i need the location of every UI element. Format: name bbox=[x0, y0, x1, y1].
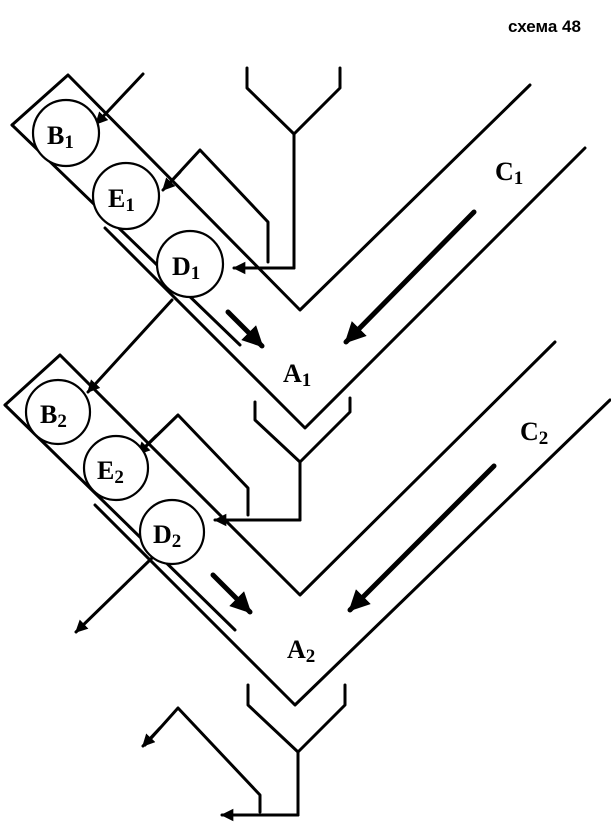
label-d2: D2 bbox=[153, 520, 181, 552]
flow-arrow-c1 bbox=[343, 209, 477, 345]
recycle-loop-2 bbox=[138, 413, 250, 517]
recycle-arrow-e1 bbox=[161, 170, 182, 192]
connector-d1-b2 bbox=[86, 298, 174, 394]
label-e2: E2 bbox=[97, 456, 124, 488]
inlet-arrow-b1 bbox=[94, 72, 145, 126]
label-a2: A2 bbox=[287, 635, 315, 667]
circle-e2 bbox=[82, 434, 150, 502]
v-channel-1 bbox=[10, 73, 587, 430]
schema-title: схема 48 bbox=[508, 17, 581, 36]
funnel-2 bbox=[216, 396, 352, 522]
circle-d1 bbox=[155, 229, 225, 299]
funnel-3 bbox=[223, 683, 347, 817]
label-b2: B2 bbox=[40, 400, 67, 432]
label-e1: E1 bbox=[108, 184, 135, 216]
recycle-loop-1 bbox=[163, 148, 270, 264]
bottom-return-line bbox=[143, 706, 262, 814]
label-c2: C2 bbox=[520, 417, 548, 449]
flow-arrow-a2 bbox=[210, 572, 253, 615]
label-d1: D1 bbox=[172, 252, 200, 284]
box-2-inner-line bbox=[3, 403, 237, 632]
flow-arrow-c2 bbox=[347, 463, 497, 613]
v-channel-2 bbox=[3, 340, 611, 707]
label-a1: A1 bbox=[283, 359, 311, 391]
label-c1: C1 bbox=[495, 157, 523, 189]
circle-b1 bbox=[31, 98, 101, 168]
outlet-arrow-d2 bbox=[74, 556, 154, 634]
label-b1: B1 bbox=[47, 121, 74, 153]
circle-d2 bbox=[138, 498, 206, 566]
circle-b2 bbox=[24, 378, 92, 446]
bottom-return-arrow bbox=[141, 726, 162, 748]
flow-arrow-a1 bbox=[225, 309, 265, 349]
circle-e1 bbox=[91, 161, 161, 231]
funnel-1 bbox=[235, 66, 342, 270]
